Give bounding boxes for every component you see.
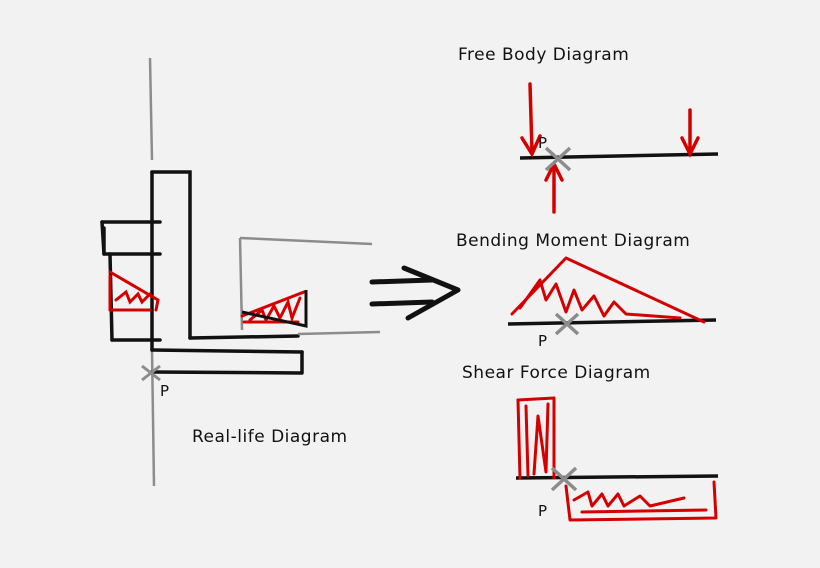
sfd-negative-block: [564, 480, 718, 522]
real-life-diagram: P Real-life Diagram: [100, 57, 381, 487]
bmd-curve: [510, 256, 706, 324]
fbd-point-p-marker: [544, 146, 572, 172]
fbd-load-arrow-right: [680, 108, 700, 158]
bmd-point-p-label: P: [538, 332, 547, 350]
implies-arrow: [369, 265, 461, 321]
sfd-baseline: [515, 474, 719, 480]
bmd-baseline: [507, 318, 717, 326]
left-clamp-load: [108, 270, 160, 312]
arm-load-outline: [241, 290, 308, 328]
free-body-diagram: Free Body Diagram P: [458, 45, 719, 214]
bracket-outline: [150, 170, 304, 375]
sfd-point-p-marker: [550, 466, 578, 492]
free-body-title: Free Body Diagram: [458, 45, 629, 65]
fbd-point-p-label: P: [538, 134, 547, 152]
sfd-positive-block: [516, 396, 556, 480]
fbd-beam: [519, 152, 719, 160]
fbd-load-arrow-left: [520, 82, 542, 158]
bending-moment-diagram: Bending Moment Diagram P: [456, 231, 717, 350]
shear-force-title: Shear Force Diagram: [462, 363, 651, 383]
shear-force-diagram: Shear Force Diagram P: [462, 363, 719, 522]
post-line-top: [148, 57, 154, 161]
real-life-title: Real-life Diagram: [192, 427, 348, 447]
point-p-marker: [141, 364, 161, 382]
bmd-point-p-marker: [554, 312, 580, 336]
point-p-label: P: [160, 382, 169, 400]
bending-moment-title: Bending Moment Diagram: [456, 231, 690, 251]
left-clamp: [100, 220, 162, 342]
sfd-point-p-label: P: [538, 502, 547, 520]
